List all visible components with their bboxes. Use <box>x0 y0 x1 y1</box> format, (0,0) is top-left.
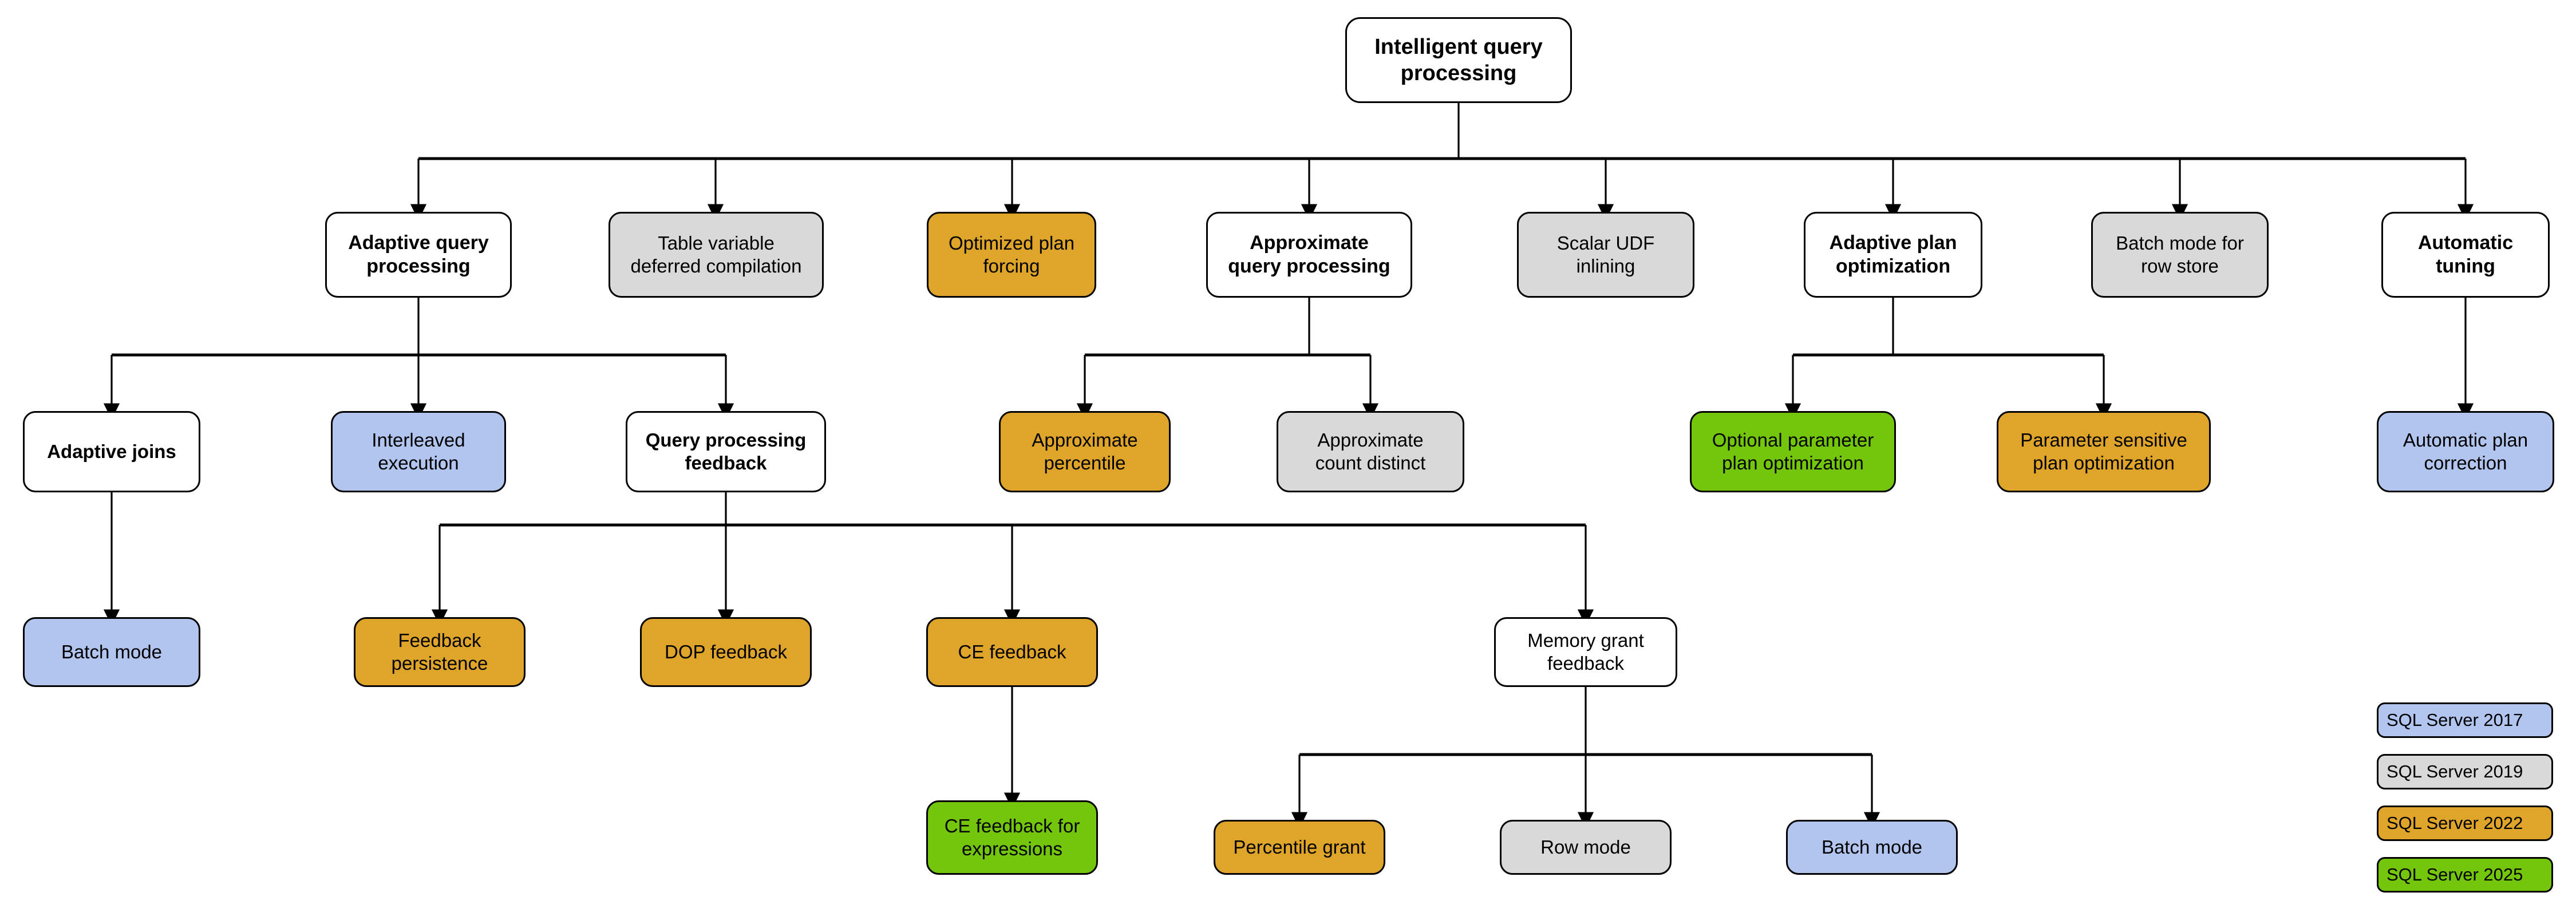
node-percentile-grant[interactable]: Percentile grant <box>1214 820 1385 875</box>
node-parameter-sensitive-plan-optimization[interactable]: Parameter sensitive plan optimization <box>1997 411 2211 492</box>
node-automatic-plan-correction[interactable]: Automatic plan correction <box>2377 411 2554 492</box>
node-interleaved-execution[interactable]: Interleaved execution <box>331 411 506 492</box>
node-row-mode[interactable]: Row mode <box>1500 820 1672 875</box>
node-table-variable-deferred-compilation[interactable]: Table variable deferred compilation <box>609 212 824 298</box>
node-approximate-count-distinct[interactable]: Approximate count distinct <box>1277 411 1464 492</box>
node-automatic-tuning[interactable]: Automatic tuning <box>2381 212 2550 298</box>
node-memory-grant-feedback[interactable]: Memory grant feedback <box>1494 617 1677 687</box>
node-adaptive-joins[interactable]: Adaptive joins <box>23 411 200 492</box>
node-optimized-plan-forcing[interactable]: Optimized plan forcing <box>927 212 1096 298</box>
node-query-processing-feedback[interactable]: Query processing feedback <box>626 411 826 492</box>
node-feedback-persistence[interactable]: Feedback persistence <box>354 617 526 687</box>
node-approximate-query-processing[interactable]: Approximate query processing <box>1206 212 1412 298</box>
node-batch-mode-memory-grant[interactable]: Batch mode <box>1786 820 1958 875</box>
node-approximate-percentile[interactable]: Approximate percentile <box>999 411 1171 492</box>
node-scalar-udf-inlining[interactable]: Scalar UDF inlining <box>1517 212 1694 298</box>
node-dop-feedback[interactable]: DOP feedback <box>640 617 812 687</box>
node-ce-feedback-for-expressions[interactable]: CE feedback for expressions <box>926 800 1098 875</box>
legend-item-sql-server-2025[interactable]: SQL Server 2025 <box>2377 857 2553 893</box>
node-batch-mode-for-row-store[interactable]: Batch mode for row store <box>2091 212 2269 298</box>
node-adaptive-query-processing[interactable]: Adaptive query processing <box>325 212 512 298</box>
legend-item-sql-server-2017[interactable]: SQL Server 2017 <box>2377 702 2553 738</box>
node-intelligent-query-processing[interactable]: Intelligent query processing <box>1345 17 1572 103</box>
node-ce-feedback[interactable]: CE feedback <box>926 617 1098 687</box>
node-batch-mode[interactable]: Batch mode <box>23 617 200 687</box>
legend-item-sql-server-2022[interactable]: SQL Server 2022 <box>2377 806 2553 841</box>
node-adaptive-plan-optimization[interactable]: Adaptive plan optimization <box>1804 212 1982 298</box>
legend-item-sql-server-2019[interactable]: SQL Server 2019 <box>2377 754 2553 789</box>
node-optional-parameter-plan-optimization[interactable]: Optional parameter plan optimization <box>1690 411 1896 492</box>
